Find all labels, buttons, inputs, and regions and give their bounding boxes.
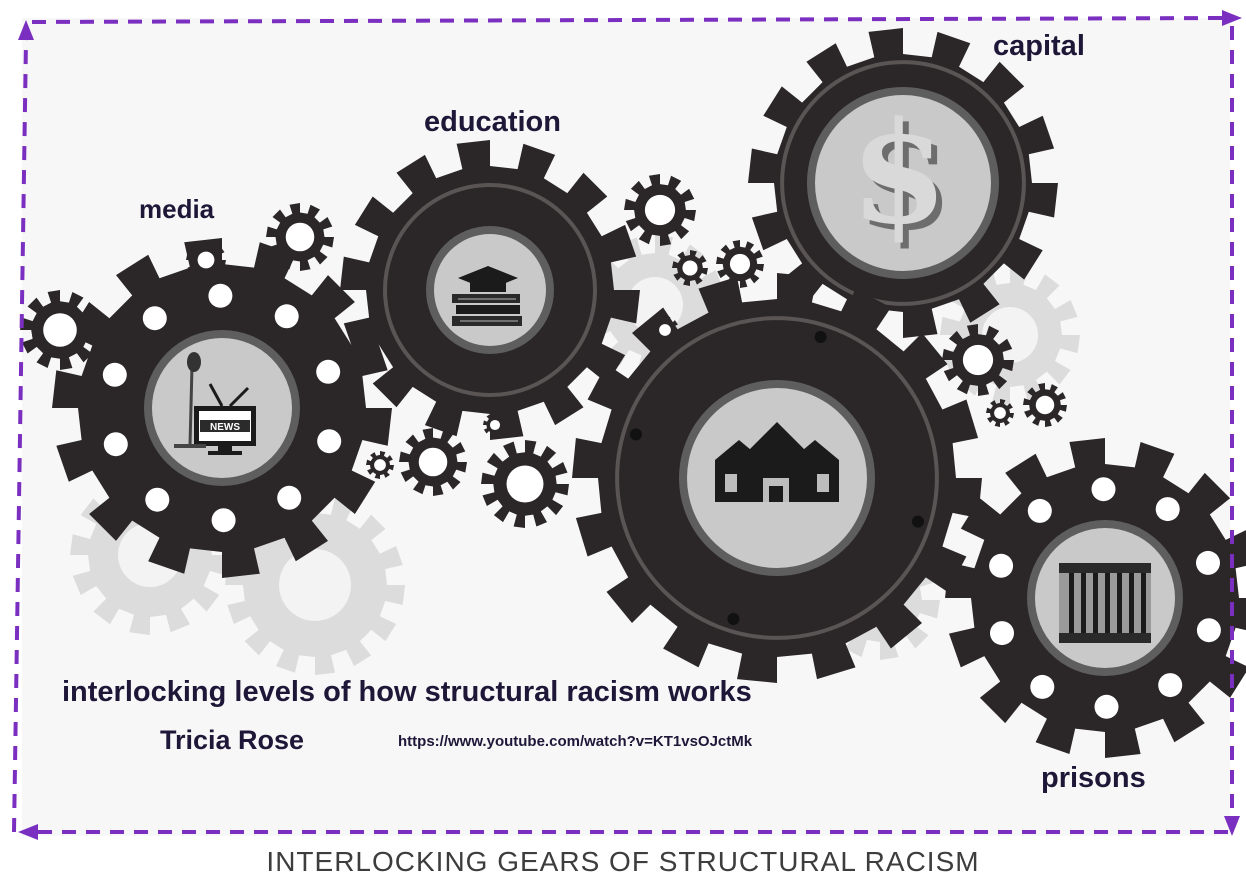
prisons-gear-hole [1027, 498, 1052, 523]
label-media: media [139, 194, 215, 224]
news-tv-icon: NEWS [194, 383, 256, 455]
small-gear-hole [285, 222, 315, 252]
media-gear-hole [211, 508, 236, 533]
media-gear-hole [208, 283, 233, 308]
capital-gear-hub [815, 95, 991, 271]
media-gear-hole [274, 304, 299, 329]
small-gear-hole [729, 253, 751, 275]
news-badge-text: NEWS [210, 422, 240, 433]
housing-gear-hole [814, 331, 827, 343]
prisons-gear-hole [1196, 550, 1220, 575]
media-gear-hole [102, 362, 127, 387]
small-gear-hole [962, 344, 994, 376]
house-icon [715, 422, 839, 502]
dollar-sign-icon: $ $ [850, 92, 953, 262]
label-capital: capital [993, 30, 1085, 62]
background-gear-hub [279, 549, 351, 621]
caption-url-link[interactable]: https://www.youtube.com/watch?v=KT1vsOJc… [398, 733, 753, 750]
prison-bars-icon [1059, 563, 1151, 643]
housing-gear-ring [615, 316, 939, 640]
prisons-gear-hole [1158, 673, 1183, 698]
prisons-gear-hole [990, 621, 1014, 646]
small-gear-hole [682, 260, 698, 276]
graduation-cap-books-icon [452, 266, 522, 326]
education-gear-ring [383, 183, 597, 397]
microphone-icon [174, 352, 206, 448]
small-gear-hole [1035, 395, 1055, 415]
arrow-left-icon [18, 824, 38, 840]
small-gear-hole [644, 194, 676, 226]
prisons-gear-hole [1030, 674, 1055, 699]
housing-gear-hole [630, 428, 642, 441]
capital-gear-ring [780, 60, 1026, 306]
prisons-gear-hole [1094, 694, 1119, 719]
caption-author: Tricia Rose [160, 725, 305, 755]
small-gear-hole [418, 447, 448, 477]
prisons-gear-hole [989, 553, 1014, 578]
prisons-gear-hole [1155, 497, 1180, 522]
dashed-border [12, 10, 1242, 840]
prisons-gear-hole [1196, 618, 1221, 643]
small-gear-hole [506, 465, 544, 503]
small-gear-hole [489, 419, 501, 431]
small-gear-hole [994, 407, 1006, 419]
svg-text:$: $ [856, 98, 953, 262]
small-gear-hole [43, 313, 77, 347]
media-gear-hole [145, 487, 170, 512]
label-education: education [424, 106, 561, 138]
media-gear-hole [103, 432, 128, 457]
arrow-up-icon [18, 20, 34, 40]
label-prisons: prisons [1041, 762, 1146, 794]
housing-gear-hole [727, 613, 740, 625]
small-gear-hole [659, 324, 671, 336]
small-gear-hole [197, 251, 215, 269]
media-gear-hole [317, 429, 342, 454]
housing-gear-hole [912, 515, 924, 528]
arrow-down-icon [1224, 816, 1240, 836]
footer-title: INTERLOCKING GEARS OF STRUCTURAL RACISM [266, 846, 980, 872]
media-gear-hole [277, 485, 302, 510]
prisons-gear-hole [1091, 477, 1116, 502]
svg-text:$: $ [850, 92, 947, 256]
caption-title: interlocking levels of how structural ra… [62, 676, 752, 708]
media-gear-hole [316, 359, 341, 384]
small-gear-hole [374, 459, 386, 471]
media-gear-hole [142, 306, 167, 331]
arrow-right-icon [1222, 10, 1242, 26]
